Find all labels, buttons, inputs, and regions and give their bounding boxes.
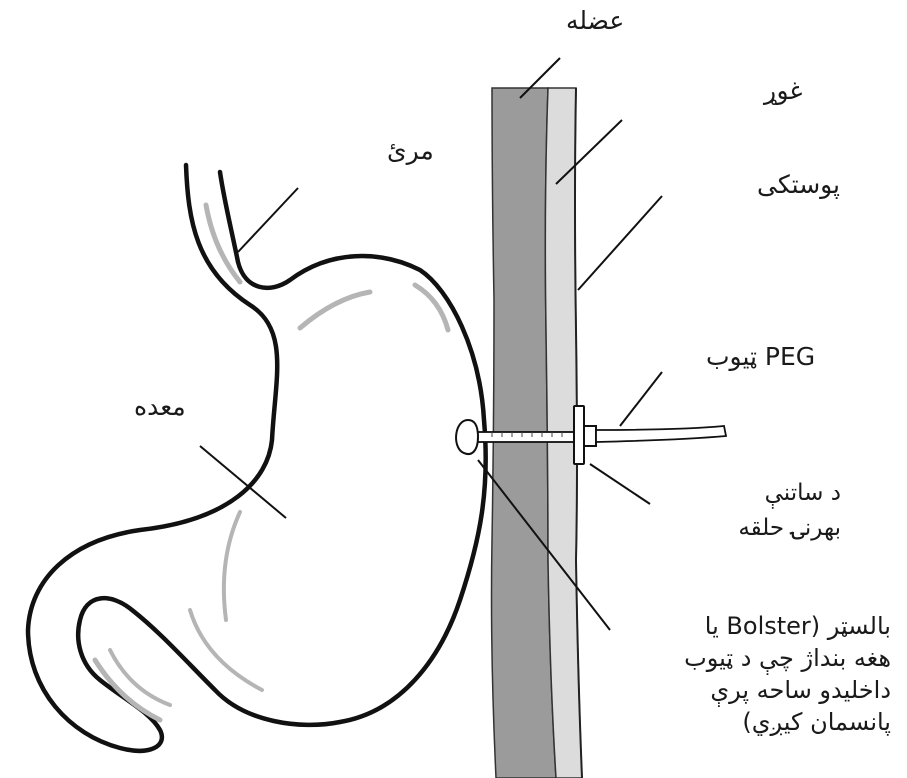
peg-tube-external [596, 426, 726, 442]
bolster-label-line-1: بالسټر (Bolster یا [684, 610, 891, 642]
bolster-label-line-4: پانسمان کيږي) [684, 706, 891, 738]
external-ring-label: د ساتنې بهرنۍ حلقه [738, 476, 841, 546]
skin-label: پوستکی [757, 170, 840, 200]
external-ring-label-line-2: بهرنۍ حلقه [738, 511, 841, 546]
skin-leader-line [578, 196, 662, 290]
stomach-label: معده [134, 392, 186, 422]
esophagus-label: مرئ [387, 136, 434, 166]
ring-leader-line [590, 464, 650, 504]
bolster-label: بالسټر (Bolster یا هغه بنداژ چې د ټیوب د… [684, 610, 891, 738]
internal-bolster [456, 420, 478, 454]
muscle-label: عضله [566, 6, 624, 36]
bolster-label-line-3: داخلیدو ساحه پرې [684, 674, 891, 706]
peg-tube-leader-line [620, 372, 662, 426]
stomach-top-shading-1 [300, 292, 370, 328]
bolster-label-line-2: هغه بنداژ چې د ټیوب [684, 642, 891, 674]
external-ring [574, 406, 584, 464]
esophagus-leader-line [238, 188, 298, 252]
external-ring-label-line-1: د ساتنې [738, 476, 841, 511]
peg-tube-label: PEG ټیوب [706, 342, 815, 372]
stomach-inner-curve-shading [224, 512, 240, 620]
external-ring-collar [584, 426, 596, 446]
fat-label: غوړ [764, 76, 802, 106]
stomach-leader-line [200, 446, 286, 518]
stomach-lower-shading-2 [95, 660, 160, 720]
